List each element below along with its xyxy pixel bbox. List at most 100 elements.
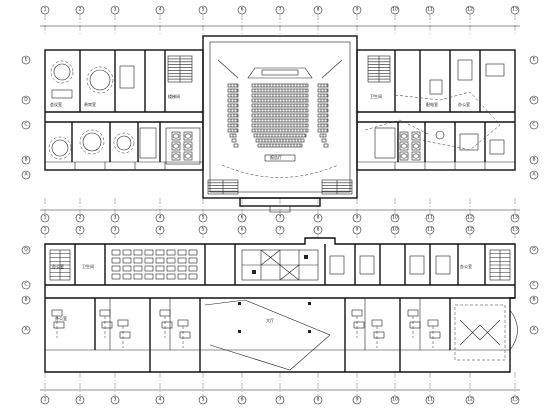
- grid-bubble: [275, 213, 285, 223]
- grid-bubble: [110, 395, 120, 405]
- grid-bubble-label: B: [532, 297, 535, 303]
- grid-bubble: [352, 225, 362, 235]
- grid-bubble: [40, 225, 50, 235]
- left-stairs: [139, 55, 201, 165]
- lower-room-label: 卫生间: [82, 263, 94, 269]
- grid-bubble: [390, 5, 400, 15]
- grid-bubble-label: 8: [317, 7, 320, 13]
- grid-bubble-label: 8: [317, 227, 320, 233]
- grid-bubble-label: 5: [202, 215, 205, 221]
- grid-bubble-label: D: [24, 97, 28, 103]
- grid-bubble: [198, 395, 208, 405]
- upper-room-labels: 会议室 贵宾室 楼梯间 卫生间 配电室 办公室: [50, 93, 470, 107]
- grid-bubble-label: 7: [279, 7, 282, 13]
- grid-bubble: [425, 395, 435, 405]
- auditorium-entrance-steps: [269, 205, 291, 213]
- grid-bubble: [465, 395, 475, 405]
- grid-bubble-label: 12: [467, 227, 473, 233]
- grid-bubble: [529, 245, 539, 255]
- lower-room-label: 办公室: [55, 315, 67, 321]
- grid-bubble: [155, 395, 165, 405]
- grid-bubble-label: C: [532, 122, 535, 128]
- grid-bubble-label: 13: [512, 7, 518, 13]
- grid-bubble-label: 7: [279, 215, 282, 221]
- grid-bubble-label: 6: [241, 7, 244, 13]
- grid-bubble-label: 2: [79, 7, 82, 13]
- grid-bubble-label: 6: [241, 215, 244, 221]
- lower-office-furniture: [51, 309, 441, 348]
- grid-bubble: [21, 120, 31, 130]
- grid-bubble-label: 4: [159, 7, 162, 13]
- lower-bottom-partitions: [45, 298, 510, 372]
- grid-bubble: [529, 155, 539, 165]
- grid-bubble: [110, 213, 120, 223]
- grid-bubble: [275, 225, 285, 235]
- grid-bubble-label: A: [532, 327, 536, 333]
- grid-bubble-label: 2: [79, 397, 82, 403]
- grid-bubble: [21, 325, 31, 335]
- grid-bubble-label: 13: [512, 397, 518, 403]
- grid-bubble: [40, 395, 50, 405]
- lower-right-bay: [454, 304, 518, 361]
- left-foyer-stairs: [207, 179, 239, 195]
- lower-desk-grid: [111, 249, 451, 280]
- lobby-label: 大厅: [266, 317, 274, 323]
- grid-bubble-label: B: [24, 297, 27, 303]
- grid-bubble: [529, 55, 539, 65]
- grid-bubble: [275, 395, 285, 405]
- grid-bubble-label: 3: [114, 227, 117, 233]
- lower-top-partitions: [74, 244, 486, 285]
- upper-room-label: 楼梯间: [168, 93, 180, 99]
- grid-bubble-label: 3: [114, 215, 117, 221]
- grid-bubble: [21, 95, 31, 105]
- grid-bubble: [21, 295, 31, 305]
- grid-bubble: [198, 5, 208, 15]
- grid-bubble: [529, 170, 539, 180]
- grid-bubble-label: 2: [79, 227, 82, 233]
- grid-bubble: [352, 395, 362, 405]
- upper-room-label: 会议室: [50, 101, 62, 107]
- grid-bubble: [313, 213, 323, 223]
- grid-bubble: [237, 225, 247, 235]
- grid-bubble: [198, 225, 208, 235]
- upper-room-label: 办公室: [458, 101, 470, 107]
- grid-bubble-label: 11: [427, 397, 433, 403]
- grid-bubble: [510, 395, 520, 405]
- grid-bubble: [425, 5, 435, 15]
- upper-room-label: 配电室: [426, 101, 438, 107]
- grid-bubble: [313, 395, 323, 405]
- grid-bubble: [465, 213, 475, 223]
- grid-bubble-label: E: [533, 57, 536, 63]
- grid-bubble: [529, 295, 539, 305]
- lower-room-label: 办公室: [52, 263, 64, 269]
- grid-bubble: [390, 395, 400, 405]
- grid-bubble-label: 12: [467, 215, 473, 221]
- grid-bubble-label: A: [24, 327, 28, 333]
- grid-bubble-label: A: [532, 172, 536, 178]
- grid-bubble: [155, 225, 165, 235]
- lower-elevator-core: [241, 249, 319, 281]
- grid-bubble-label: 9: [356, 7, 359, 13]
- grid-bubble: [313, 5, 323, 15]
- grid-bubble: [75, 5, 85, 15]
- left-wing-meeting-tables: [48, 60, 135, 160]
- grid-bubble: [110, 225, 120, 235]
- grid-bubble-label: C: [24, 282, 27, 288]
- grid-bubble-label: 10: [392, 215, 398, 221]
- grid-bubble: [510, 213, 520, 223]
- grid-bubble: [352, 213, 362, 223]
- grid-bubble-label: D: [532, 247, 536, 253]
- grid-bubble: [313, 225, 323, 235]
- grid-bubble-label: D: [532, 97, 536, 103]
- right-foyer-stairs: [321, 179, 353, 195]
- auditorium-seating: [208, 59, 352, 194]
- grid-bubble-label: A: [24, 172, 28, 178]
- grid-bubble-label: 11: [427, 7, 433, 13]
- grid-bubble: [510, 5, 520, 15]
- grid-bubble-label: 10: [392, 227, 398, 233]
- grid-bubble: [40, 5, 50, 15]
- grid-bubble: [237, 213, 247, 223]
